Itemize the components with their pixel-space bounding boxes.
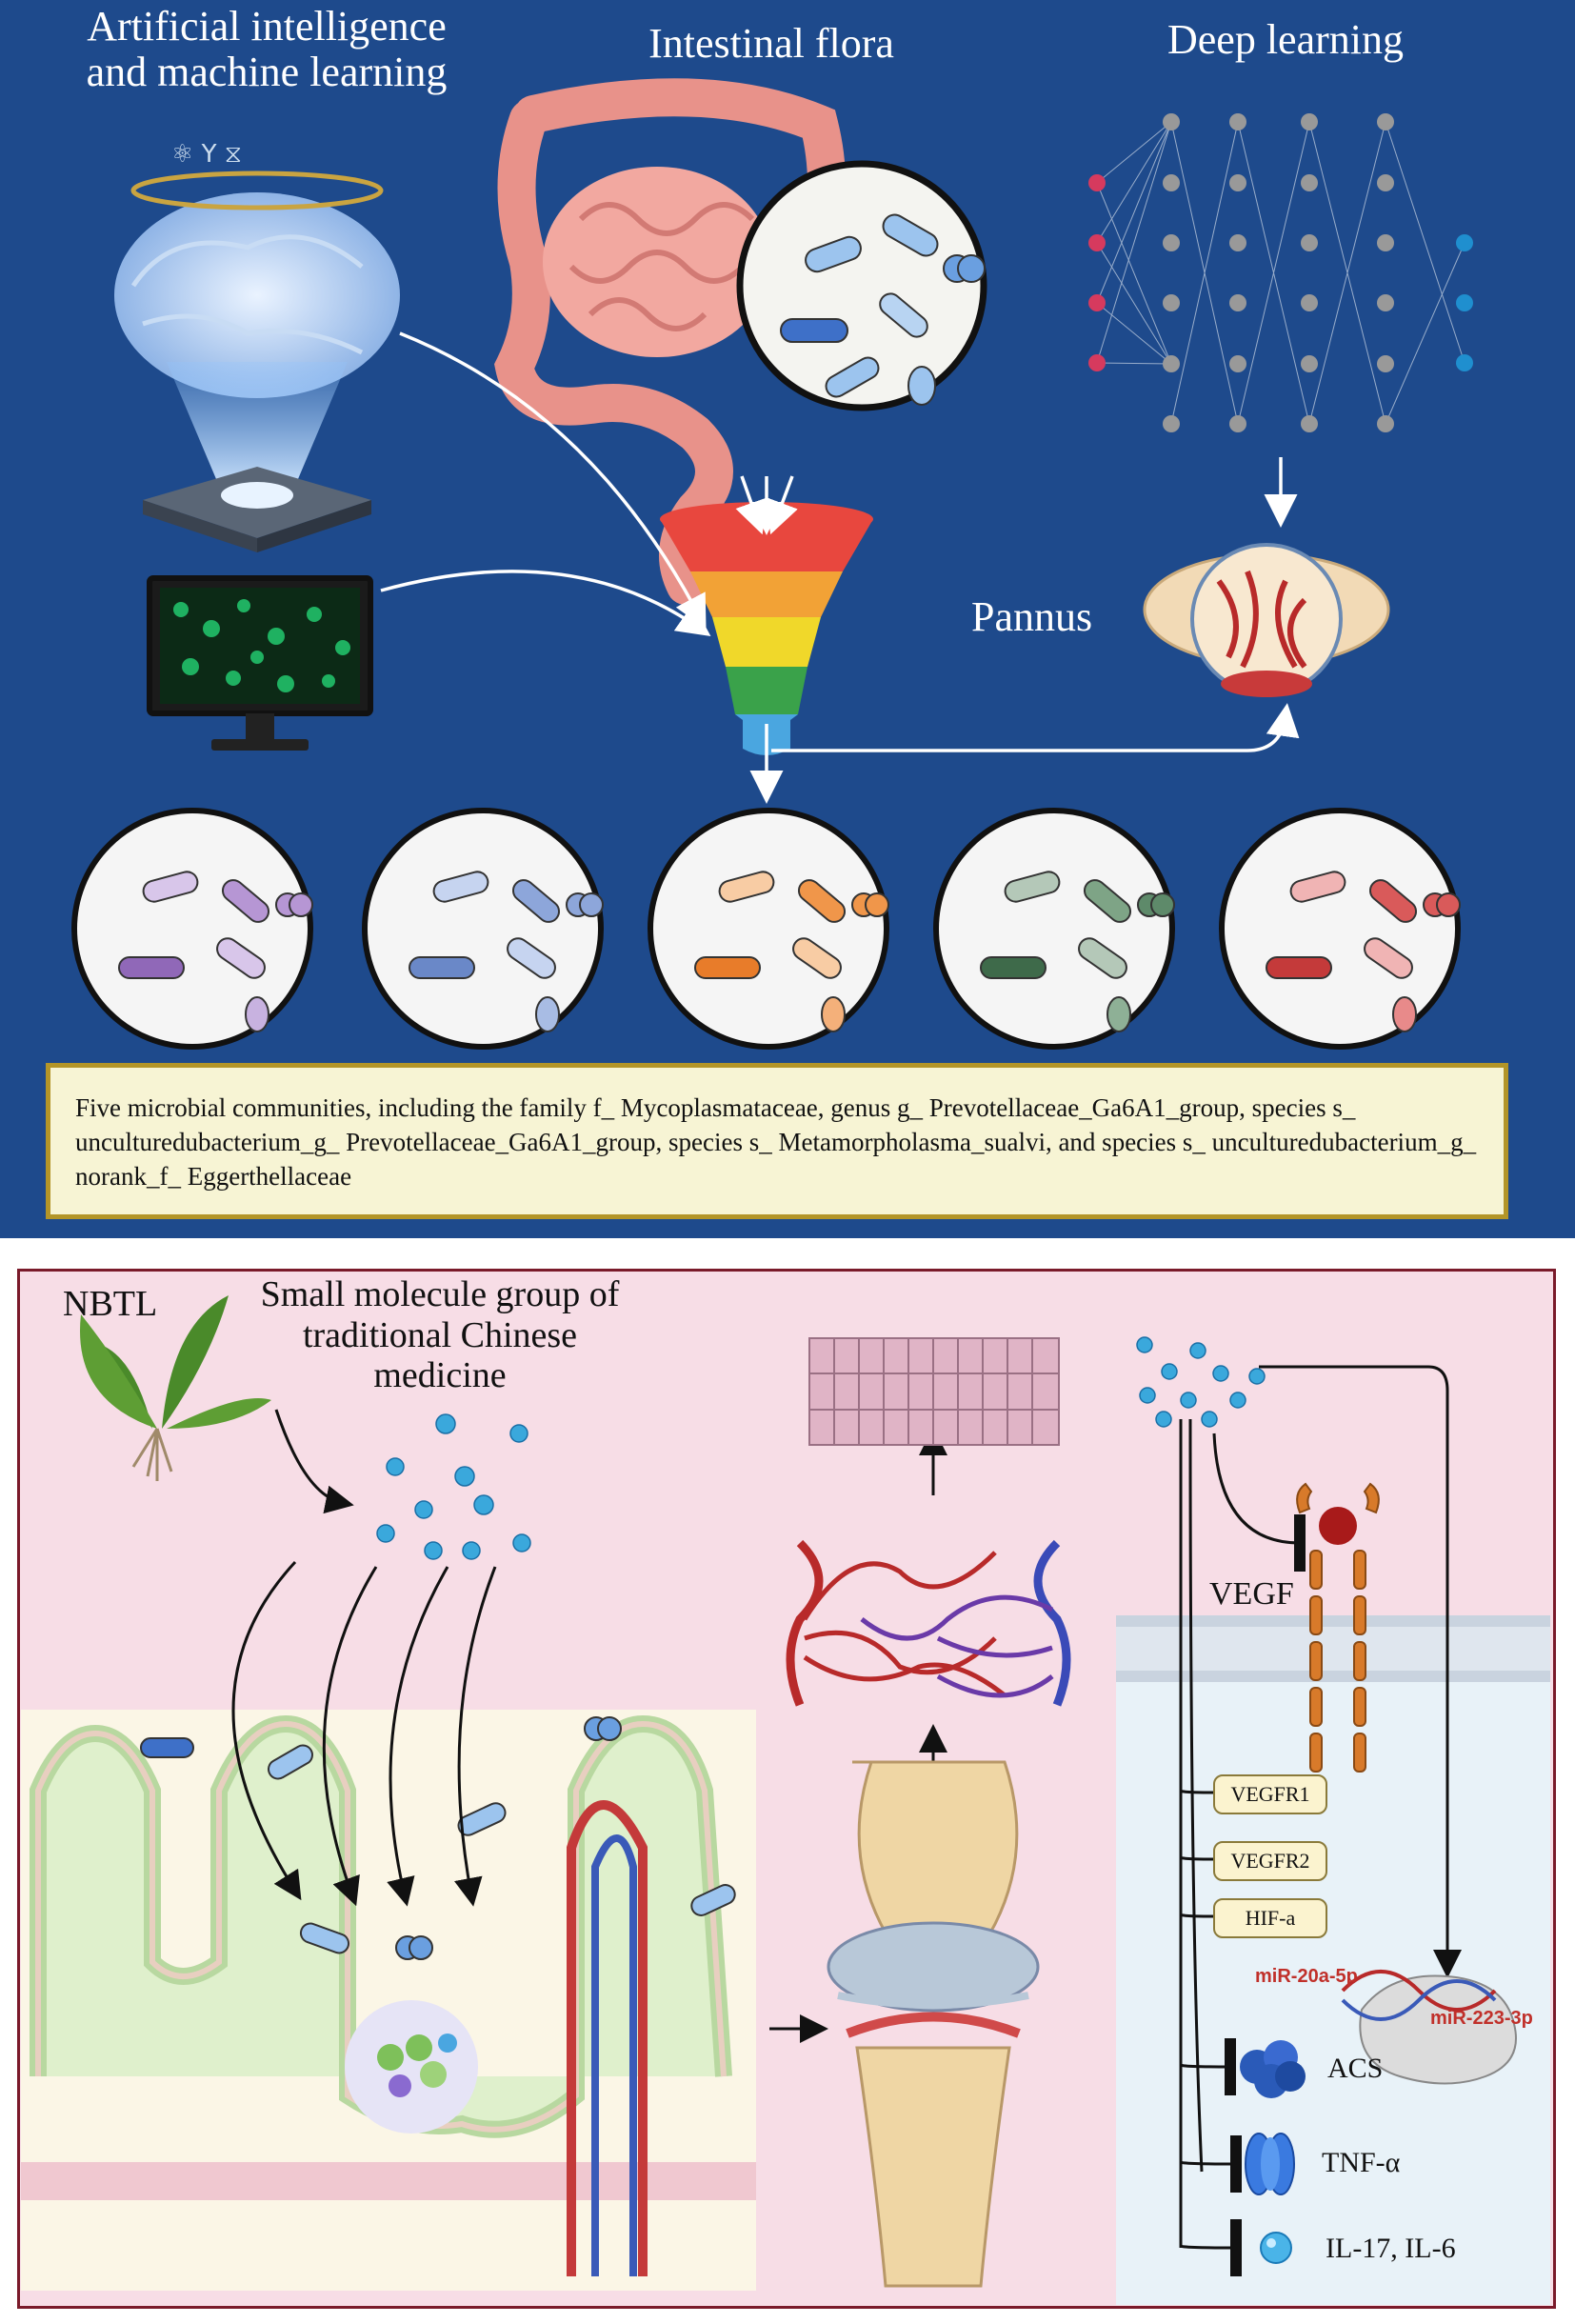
plant-label: NBTL <box>63 1284 158 1324</box>
community-circle-1 <box>71 808 313 1050</box>
vegf-label: VEGF <box>1209 1576 1294 1612</box>
output-il17-il6: IL-17, IL-6 <box>1326 2233 1456 2264</box>
deep-learning-label: Deep learning <box>1167 16 1404 63</box>
funnel-icon <box>660 502 873 755</box>
ai-label: Artificial intelligence and machine lear… <box>86 3 448 95</box>
findings-box: Five microbial communities, including th… <box>46 1063 1508 1219</box>
flow-arrows <box>380 331 1300 804</box>
brain-icon: ⚛ Y ⧖ <box>114 140 400 398</box>
intestinal-flora-label: Intestinal flora <box>648 20 894 67</box>
chip-icon <box>143 467 371 552</box>
neural-nodes <box>1088 113 1473 432</box>
molecules-label: Small molecule group of traditional Chin… <box>260 1274 620 1396</box>
community-circle-5 <box>1219 808 1461 1050</box>
mirna-20a-label: miR-20a-5p <box>1255 1966 1358 1987</box>
pannus-joint-icon <box>1143 543 1390 697</box>
pannus-label: Pannus <box>971 593 1093 640</box>
target-hif-a: HIF-a <box>1213 1898 1327 1938</box>
community-circle-2 <box>362 808 604 1050</box>
mirna-223-label: miR-223-3p <box>1430 2008 1533 2029</box>
svg-text:⚛ Y ⧖: ⚛ Y ⧖ <box>171 140 242 169</box>
hologram-beam <box>167 362 348 486</box>
community-circle-4 <box>933 808 1175 1050</box>
output-acs: ACS <box>1327 2053 1384 2084</box>
community-circle-3 <box>648 808 889 1050</box>
target-vegfr2: VEGFR2 <box>1213 1841 1327 1881</box>
monitor-icon <box>147 575 373 751</box>
target-vegfr1: VEGFR1 <box>1213 1774 1327 1814</box>
bacteria-magnifier <box>736 160 987 411</box>
top-diagram: ⚛ Y ⧖ <box>71 78 1473 1050</box>
neural-network <box>1096 121 1465 425</box>
output-tnf-alpha: TNF-α <box>1322 2147 1401 2178</box>
